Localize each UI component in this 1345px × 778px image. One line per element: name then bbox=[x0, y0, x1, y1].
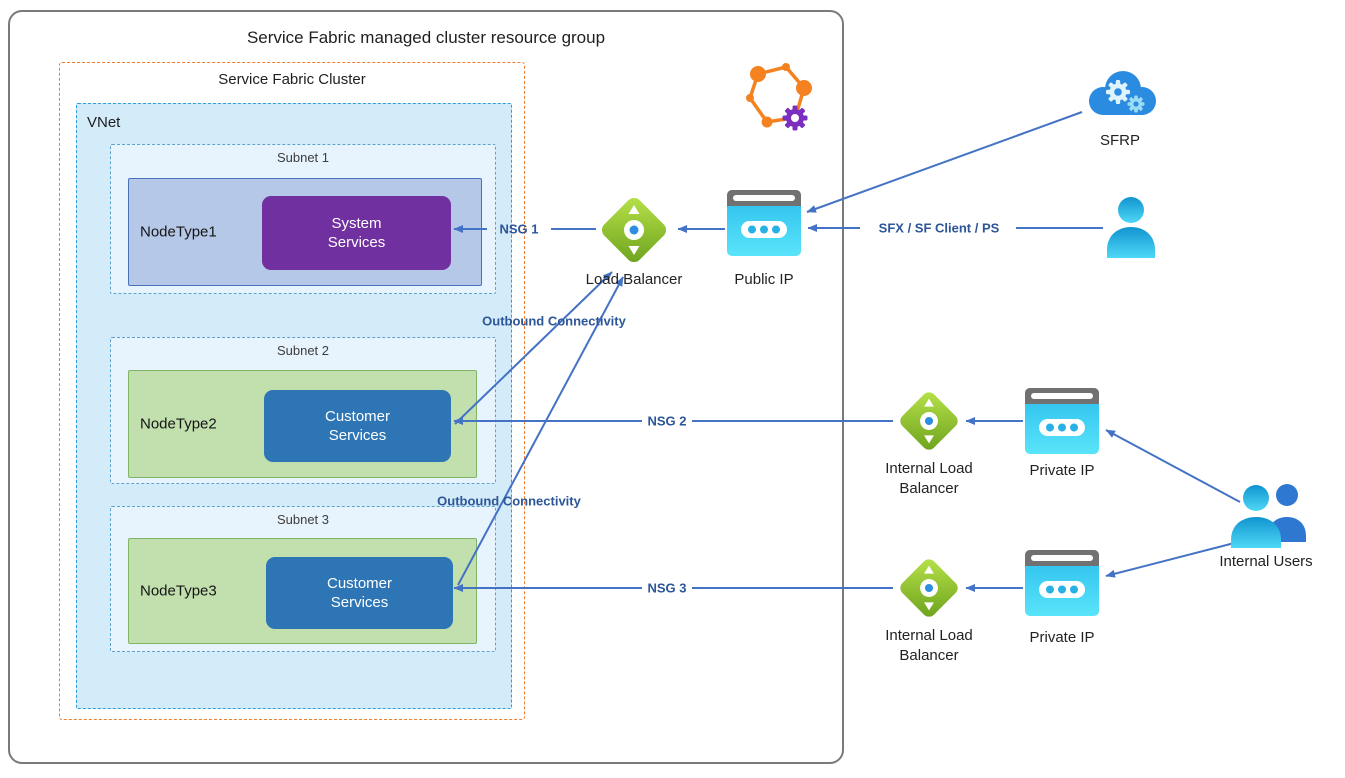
nodetype-label: NodeType3 bbox=[140, 582, 217, 600]
outbound-connectivity-label-1: Outbound Connectivity bbox=[482, 313, 626, 329]
service-label: Customer Services bbox=[326, 574, 393, 612]
nsg1-label: NSG 1 bbox=[499, 221, 539, 237]
system-services-box: System Services bbox=[262, 196, 451, 270]
sfx-client-label: SFX / SF Client / PS bbox=[878, 220, 1000, 236]
service-label: Customer Services bbox=[324, 407, 391, 445]
outbound-connectivity-label-2: Outbound Connectivity bbox=[437, 493, 581, 509]
subnet-box-2: Subnet 2 NodeType2 Customer Services bbox=[110, 337, 496, 484]
subnet-label: Subnet 2 bbox=[276, 343, 330, 358]
subnet-label: Subnet 1 bbox=[276, 150, 330, 165]
resource-group-box: Service Fabric managed cluster resource … bbox=[8, 10, 844, 764]
internal-users-icon bbox=[1231, 484, 1306, 548]
nsg3-label: NSG 3 bbox=[647, 580, 687, 596]
internal-load-balancer-label: Internal Load Balancer bbox=[885, 460, 973, 498]
cluster-box: Service Fabric Cluster VNet Subnet 1 Nod… bbox=[59, 62, 525, 720]
private-ip-label: Private IP bbox=[1029, 462, 1095, 479]
load-balancer-label: Load Balancer bbox=[585, 271, 683, 288]
service-fabric-icon bbox=[746, 63, 812, 131]
nodetype-label: NodeType2 bbox=[140, 415, 217, 433]
vnet-label: VNet bbox=[87, 114, 121, 131]
nodetype-box-3: NodeType3 Customer Services bbox=[128, 538, 477, 644]
resource-group-title: Service Fabric managed cluster resource … bbox=[246, 28, 606, 47]
gear-icon bbox=[1127, 95, 1145, 113]
internal-load-balancer-label: Internal Load Balancer bbox=[885, 627, 973, 665]
subnet-box-1: Subnet 1 NodeType1 System Services bbox=[110, 144, 496, 294]
nodetype-box-2: NodeType2 Customer Services bbox=[128, 370, 477, 478]
customer-services-box-1: Customer Services bbox=[264, 390, 451, 462]
user-icon bbox=[1107, 197, 1155, 258]
internal-load-balancer-icon bbox=[900, 559, 958, 617]
public-ip-label: Public IP bbox=[734, 271, 794, 288]
gear-icon bbox=[782, 105, 808, 131]
customer-services-box-2: Customer Services bbox=[266, 557, 453, 629]
private-ip-icon bbox=[1025, 388, 1099, 454]
private-ip-label: Private IP bbox=[1029, 629, 1095, 646]
cluster-title: Service Fabric Cluster bbox=[218, 71, 366, 88]
nodetype-label: NodeType1 bbox=[140, 223, 217, 241]
public-ip-icon bbox=[727, 190, 801, 256]
load-balancer-icon bbox=[601, 197, 667, 263]
private-ip-icon bbox=[1025, 550, 1099, 616]
internal-users-label: Internal Users bbox=[1219, 553, 1313, 570]
sfrp-label: SFRP bbox=[1099, 132, 1140, 149]
service-label: System Services bbox=[327, 214, 386, 252]
gear-icon bbox=[1106, 80, 1130, 104]
subnet-label: Subnet 3 bbox=[276, 512, 330, 527]
subnet-box-3: Subnet 3 NodeType3 Customer Services bbox=[110, 506, 496, 652]
nsg2-label: NSG 2 bbox=[647, 413, 687, 429]
vnet-box: VNet Subnet 1 NodeType1 System Services … bbox=[76, 103, 512, 709]
sfrp-cloud-icon bbox=[1089, 71, 1156, 115]
internal-load-balancer-icon bbox=[900, 392, 958, 450]
nodetype-box-1: NodeType1 System Services bbox=[128, 178, 482, 286]
